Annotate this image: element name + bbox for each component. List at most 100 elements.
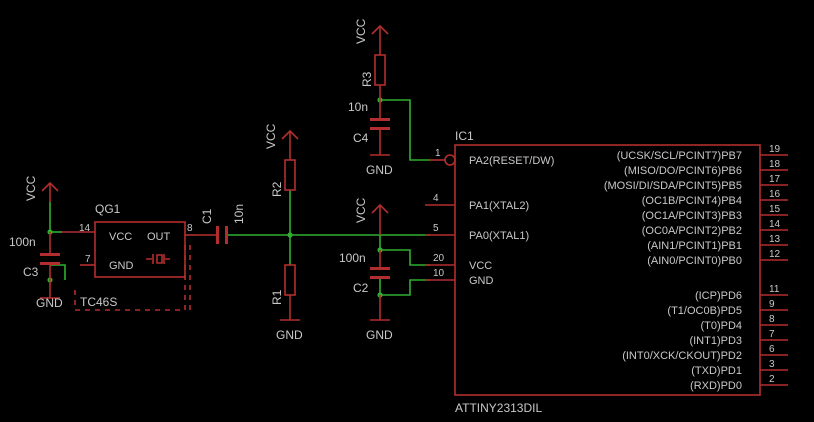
gnd-symbol-c3: GND	[36, 296, 63, 310]
ic1-pin-label: (ICP)PD6	[695, 290, 742, 302]
c3-value: 100n	[9, 235, 36, 249]
ic1-pin-9: 9 (T1/OC0B)PD5	[667, 299, 788, 317]
ic1-pin-number: 3	[769, 359, 775, 370]
vcc-symbol-r2: VCC	[264, 123, 299, 150]
r2-name: R2	[270, 181, 284, 197]
c4-value: 10n	[348, 100, 368, 114]
capacitor-c3: 100n C3	[9, 232, 60, 298]
ic1-pin-number: 5	[433, 223, 439, 234]
ic1-pin-label: GND	[469, 275, 494, 287]
ic1-pin-number: 20	[433, 253, 445, 264]
ic1-pin-label: (INT0/XCK/CKOUT)PD2	[622, 350, 742, 362]
ic1-pin-2: 2(RXD)PD0	[690, 374, 788, 392]
qg1-value: TC46S	[80, 295, 117, 309]
gnd-label-c4: GND	[366, 163, 393, 177]
gnd-label-c3: GND	[36, 296, 63, 310]
capacitor-c1: C1 10n	[196, 204, 246, 244]
ic1-value: ATTINY2313DIL	[455, 401, 542, 415]
r1-name: R1	[270, 289, 284, 305]
ic1-pin-8: 8(T0)PD4	[700, 314, 788, 332]
vcc-label-c3: VCC	[24, 175, 38, 201]
c1-name: C1	[200, 208, 214, 224]
ic1-pin-label: PA1(XTAL2)	[469, 200, 529, 212]
qg1-vcc-label: VCC	[109, 231, 132, 243]
capacitor-c2: 100n C2	[339, 250, 390, 320]
qg1-name: QG1	[95, 202, 121, 216]
ic1-pin-12: 12 (AIN0/PCINT0)PB0	[647, 249, 788, 267]
ic1-pin-label: VCC	[469, 260, 492, 272]
vcc-symbol-c3: VCC	[24, 175, 59, 202]
ic1-pin-label: (OC1B/PCINT4)PB4	[642, 195, 742, 207]
ic1-pin-13: 13(AIN1/PCINT1)PB1	[647, 234, 788, 252]
qg1-gnd-label: GND	[109, 260, 134, 272]
ic1-pin-label: (OC1A/PCINT3)PB3	[642, 210, 742, 222]
ic1-pin-number: 17	[769, 174, 781, 185]
ic1-pin-number: 2	[769, 374, 775, 385]
ic1-pin-label: (AIN1/PCINT1)PB1	[647, 240, 742, 252]
vcc-symbol-c2: VCC	[354, 197, 389, 235]
vcc-label-r3: VCC	[354, 18, 368, 44]
qg1-pin7: 7	[85, 254, 91, 265]
gnd-symbol-r1: GND	[276, 319, 303, 342]
ic1-pin-number: 7	[769, 329, 775, 340]
ic1-pin-number: 19	[769, 144, 781, 155]
r3-name: R3	[360, 71, 374, 87]
ic1-pin-label: (MOSI/DI/SDA/PCINT5)PB5	[604, 180, 742, 192]
ic1-pin-14: 14 (OC0A/PCINT2)PB2	[642, 219, 788, 237]
ic1-pin-number: 9	[769, 299, 775, 310]
ic1-pin-7: 7 (INT1)PD3	[689, 329, 788, 347]
ic1-pin-label: (UCSK/SCL/PCINT7)PB7	[617, 150, 742, 162]
ic1-pin-11: 11(ICP)PD6	[695, 284, 788, 302]
ic1-name: IC1	[455, 129, 474, 143]
c2-value: 100n	[339, 251, 366, 265]
ic1-pin-number: 18	[769, 159, 781, 170]
resistor-r2: R2	[270, 150, 296, 197]
qg1-pin8: 8	[187, 223, 193, 234]
ic1-pin-label: (OC0A/PCINT2)PB2	[642, 225, 742, 237]
ic1-pin-label: (MISO/DO/PCINT6)PB6	[624, 165, 742, 177]
ic1-pin-number: 14	[769, 219, 781, 230]
c2-name: C2	[353, 281, 369, 295]
nets	[47, 97, 430, 298]
ic1-pin-3: 3 (TXD)PD1	[691, 359, 788, 377]
ic1-pin-16: 16 (OC1B/PCINT4)PB4	[642, 189, 788, 207]
crystal-icon	[146, 254, 170, 264]
qg1-pin14: 14	[79, 223, 91, 234]
ic1-pin-label: PA0(XTAL1)	[469, 230, 529, 242]
ic1-pin-number: 1	[435, 148, 441, 159]
ic1-pin-number: 4	[433, 193, 439, 204]
ic1-pin-number: 10	[433, 268, 445, 279]
ic1-pin-label: PA2(RESET/DW)	[469, 155, 554, 167]
ic1-pin-number: 15	[769, 204, 781, 215]
ic1-pin-18: 18 (MISO/DO/PCINT6)PB6	[624, 159, 788, 177]
ic1-pin-label: (INT1)PD3	[689, 335, 742, 347]
ic1-pin-label: (AIN0/PCINT0)PB0	[647, 255, 742, 267]
c3-name: C3	[23, 265, 39, 279]
gnd-symbol-c2: GND	[366, 319, 393, 342]
gnd-label-r1: GND	[276, 328, 303, 342]
ic1-pin-number: 6	[769, 344, 775, 355]
ic1-pin-label: (T1/OC0B)PD5	[667, 305, 742, 317]
ic1-pin-17: 17 (MOSI/DI/SDA/PCINT5)PB5	[604, 174, 788, 192]
ic1-pin-number: 12	[769, 249, 781, 260]
ic1-pin-6: 6 (INT0/XCK/CKOUT)PD2	[622, 344, 788, 362]
ic1-pin-label: (TXD)PD1	[691, 365, 742, 377]
ic1-pin-number: 16	[769, 189, 781, 200]
ic1-pin-number: 8	[769, 314, 775, 325]
ic1-pin-15: 15 (OC1A/PCINT3)PB3	[642, 204, 788, 222]
c4-name: C4	[353, 131, 369, 145]
resistor-r3: R3	[360, 45, 386, 100]
gnd-symbol-c4: GND	[366, 154, 393, 177]
ic1-pin-19: 19 (UCSK/SCL/PCINT7)PB7	[617, 144, 788, 162]
vcc-label-r2: VCC	[264, 123, 278, 149]
oscillator-qg1: 14 7 8 VCC OUT GND QG1 TC46S	[62, 202, 196, 311]
qg1-out-label: OUT	[147, 231, 171, 243]
c1-value: 10n	[232, 204, 246, 224]
